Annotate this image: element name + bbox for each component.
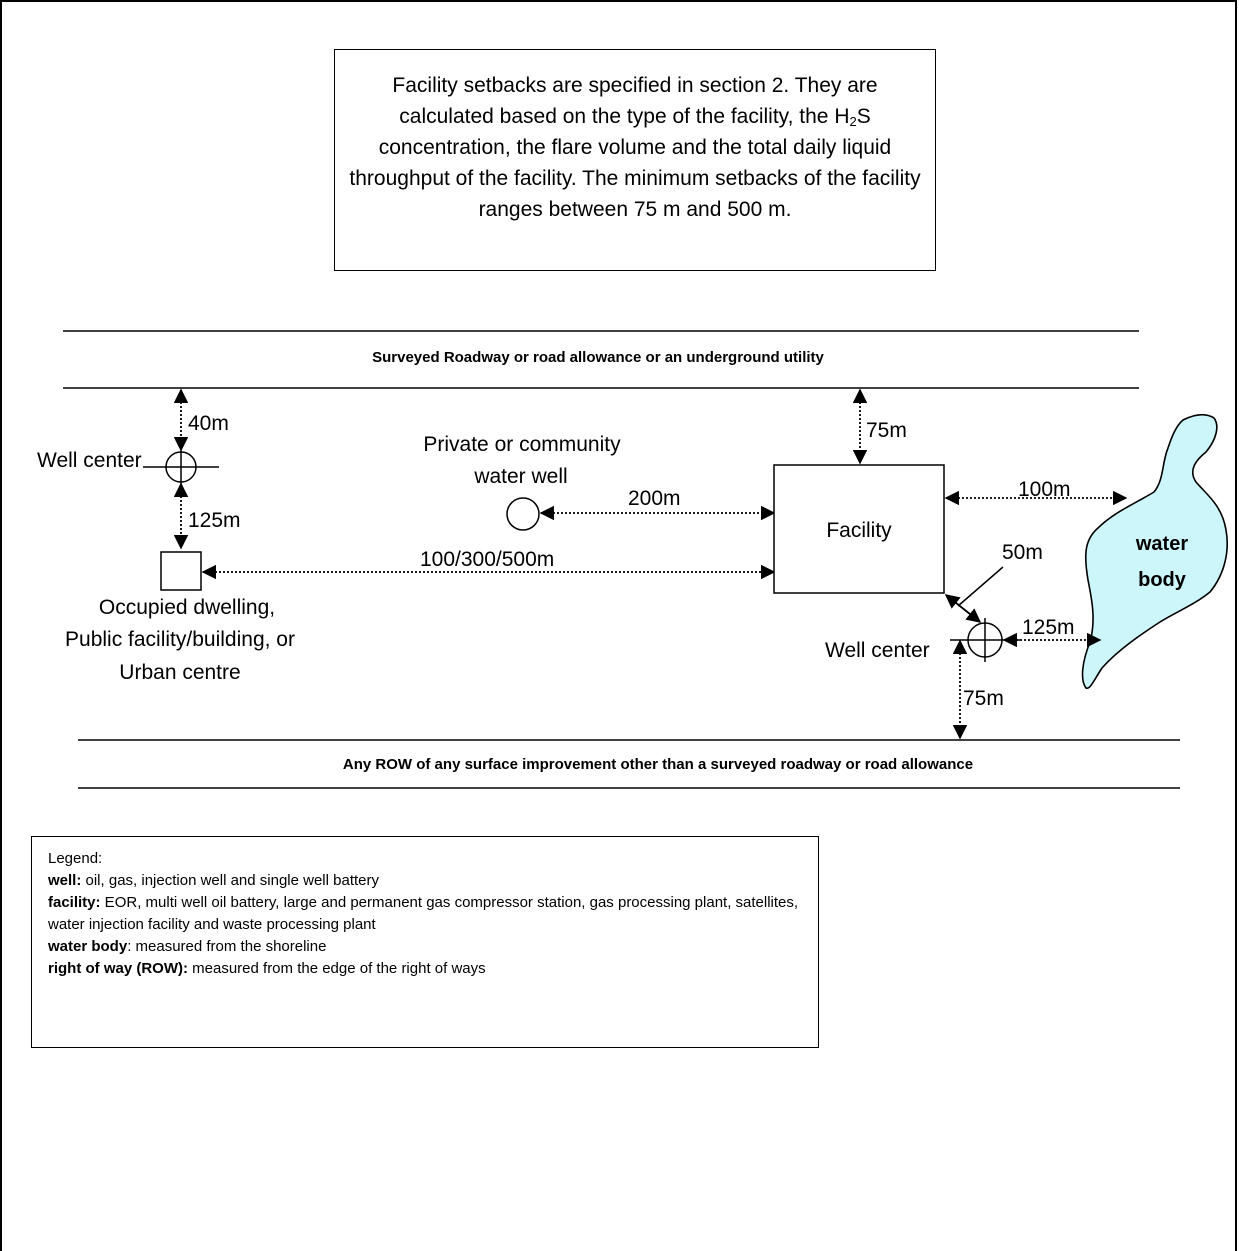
legend-item-water-body: water body: measured from the shoreline bbox=[48, 936, 802, 958]
dim-100m-label: 100m bbox=[1018, 478, 1071, 501]
water-well-label-line2: water well bbox=[473, 465, 567, 488]
legend-title: Legend: bbox=[48, 850, 103, 867]
legend-desc: measured from the edge of the right of w… bbox=[187, 960, 486, 977]
legend-desc: : measured from the shoreline bbox=[127, 938, 327, 955]
dwelling-label-line3: Urban centre bbox=[119, 661, 240, 684]
note-text-part1: Facility setbacks are specified in secti… bbox=[392, 74, 878, 128]
dim-75m-top-label: 75m bbox=[866, 419, 907, 442]
dim-125m-right-label: 125m bbox=[1022, 616, 1075, 639]
note-text-part2: S concentration, the flare volume and th… bbox=[349, 105, 921, 221]
dim-75m-bottom-label: 75m bbox=[963, 687, 1004, 710]
legend-term: facility: bbox=[48, 894, 101, 911]
dim-100-300-500m-label: 100/300/500m bbox=[420, 548, 554, 571]
water-well-icon bbox=[506, 497, 540, 531]
legend-desc: oil, gas, injection well and single well… bbox=[81, 872, 380, 889]
note-subscript: 2 bbox=[849, 114, 857, 129]
legend-term: water body bbox=[48, 938, 128, 955]
legend-item-well: well: oil, gas, injection well and singl… bbox=[48, 870, 802, 892]
dwelling-label-line1: Occupied dwelling, bbox=[99, 596, 275, 619]
water-body-label-line1: water bbox=[1135, 533, 1188, 555]
dim-200m-label: 200m bbox=[628, 487, 681, 510]
dim-50m-arrow bbox=[944, 594, 982, 623]
legend-item-row: right of way (ROW): measured from the ed… bbox=[48, 958, 802, 980]
facility-label: Facility bbox=[826, 519, 892, 542]
dim-50m-label: 50m bbox=[1002, 541, 1043, 564]
top-road-label: Surveyed Roadway or road allowance or an… bbox=[372, 349, 824, 366]
water-well-label-line1: Private or community bbox=[423, 433, 621, 456]
legend-item-facility: facility: EOR, multi well oil battery, l… bbox=[48, 892, 802, 936]
facility-box bbox=[773, 464, 945, 594]
bottom-road-label: Any ROW of any surface improvement other… bbox=[343, 756, 973, 773]
water-body-label-line2: body bbox=[1138, 569, 1187, 591]
setback-note-box: Facility setbacks are specified in secti… bbox=[334, 49, 936, 271]
legend-term: right of way (ROW): bbox=[48, 960, 188, 977]
dwelling-icon bbox=[160, 551, 202, 591]
water-body-shape bbox=[1081, 414, 1229, 689]
legend-desc: EOR, multi well oil battery, large and p… bbox=[48, 894, 799, 933]
dim-40m-label: 40m bbox=[188, 412, 229, 435]
well-center-left-label: Well center bbox=[37, 449, 142, 472]
well-center-right-label: Well center bbox=[825, 639, 930, 662]
legend-term: well: bbox=[48, 872, 82, 889]
dim-125m-left-label: 125m bbox=[188, 509, 241, 532]
dwelling-label-line2: Public facility/building, or bbox=[65, 628, 295, 651]
legend-box: Legend: well: oil, gas, injection well a… bbox=[31, 836, 819, 1048]
dim-50m-leader bbox=[957, 566, 1004, 607]
well-center-left-icon bbox=[143, 446, 219, 488]
